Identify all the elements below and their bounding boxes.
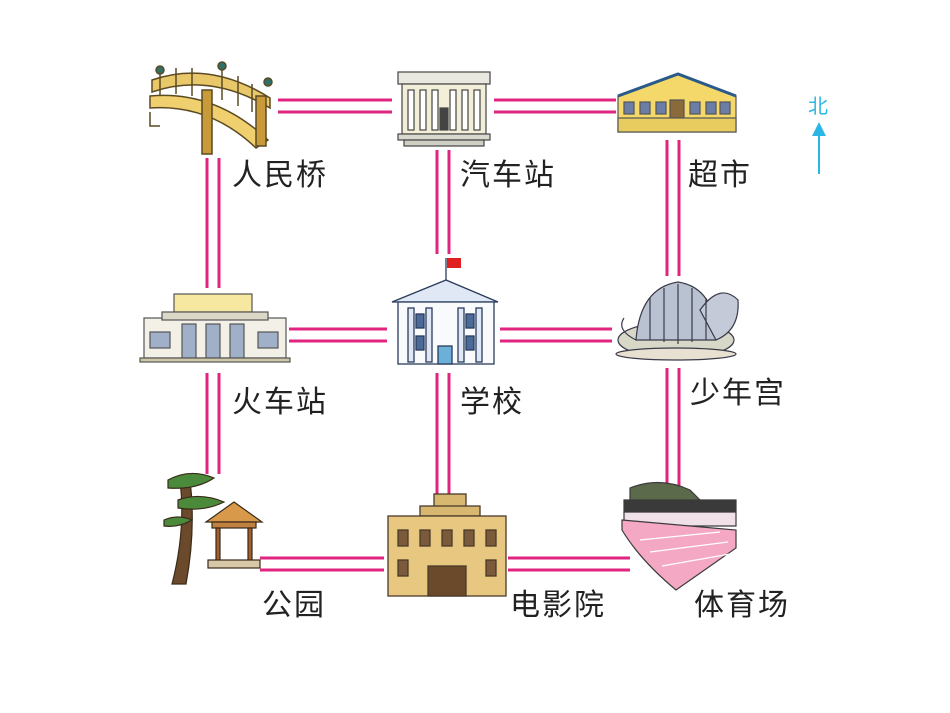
- train-station-label: 火车站: [232, 385, 328, 420]
- road-youthpalace-stadium: [665, 368, 681, 486]
- bridge-label: 人民桥: [232, 158, 328, 193]
- bridge-icon: [149, 61, 273, 155]
- north-label: 北: [808, 94, 828, 118]
- train-station-icon: [139, 293, 291, 363]
- road-school-youthpalace: [500, 327, 612, 343]
- youth-palace-icon: [615, 281, 739, 361]
- road-supermarket-youthpalace: [665, 140, 681, 276]
- youth-palace-label: 少年宫: [690, 376, 786, 411]
- north-arrow-icon: [812, 122, 826, 174]
- supermarket-label: 超市: [688, 158, 752, 193]
- road-busstation-supermarket: [494, 98, 616, 114]
- bus-station-icon: [397, 71, 491, 147]
- stadium-icon: [621, 481, 737, 591]
- stadium-label: 体育场: [694, 588, 790, 623]
- road-bridge-busstation: [278, 98, 392, 114]
- road-park-cinema: [260, 556, 384, 572]
- park-label: 公园: [262, 588, 326, 623]
- supermarket-icon: [617, 72, 737, 133]
- road-bridge-trainstation: [205, 158, 221, 288]
- roads: [205, 98, 681, 572]
- road-busstation-school: [435, 150, 451, 254]
- road-trainstation-park: [205, 373, 221, 474]
- road-cinema-stadium: [508, 556, 630, 572]
- school-icon: [391, 258, 499, 365]
- school-label: 学校: [460, 385, 524, 420]
- road-trainstation-school: [289, 327, 387, 343]
- road-school-cinema: [435, 373, 451, 496]
- bus-station-label: 汽车站: [460, 158, 556, 193]
- cinema-icon: [387, 493, 507, 597]
- park-icon: [163, 472, 264, 585]
- cinema-label: 电影院: [510, 588, 606, 623]
